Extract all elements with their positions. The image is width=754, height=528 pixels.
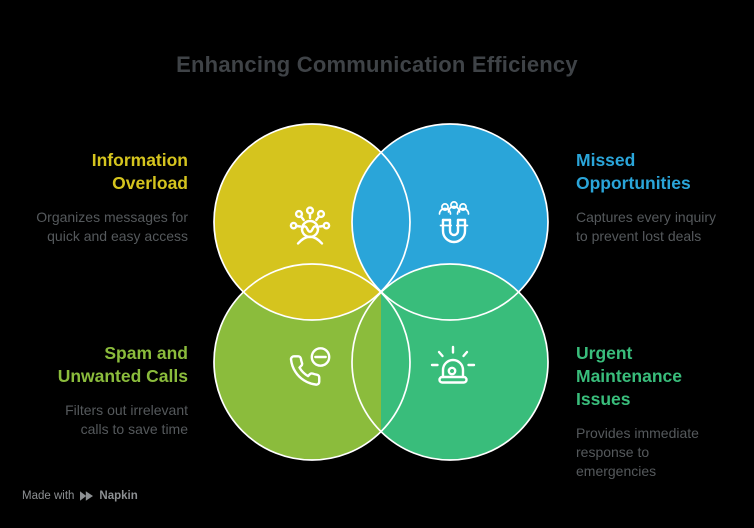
section-urgent-maintenance-issues: Urgent Maintenance Issues Provides immed… — [576, 342, 754, 481]
section-description: Provides immediate response to emergenci… — [576, 425, 699, 480]
napkin-logo-icon — [80, 491, 94, 501]
section-description: Captures every inquiry to prevent lost d… — [576, 209, 717, 245]
section-label: Spam and Unwanted Calls — [57, 343, 188, 387]
blocked-call-icon — [289, 347, 331, 386]
venn-circle-outlines — [213, 123, 549, 461]
magnet-attracting-people-icon — [438, 201, 470, 244]
circle-urgent-maintenance — [352, 264, 548, 460]
section-label: Information Overload — [91, 150, 188, 194]
overwhelmed-person-icon — [289, 206, 331, 245]
section-spam-and-unwanted-calls: Spam and Unwanted Calls Filters out irre… — [0, 342, 188, 439]
section-description: Organizes messages for quick and easy ac… — [36, 209, 188, 245]
section-label: Missed Opportunities — [576, 150, 691, 194]
page-title: Enhancing Communication Efficiency — [176, 52, 578, 77]
section-missed-opportunities: Missed Opportunities Captures every inqu… — [576, 149, 754, 246]
attribution: Made with Napkin — [22, 490, 138, 502]
section-label: Urgent Maintenance Issues — [576, 343, 682, 410]
made-with-label: Made with — [22, 490, 75, 502]
emergency-siren-icon — [430, 345, 476, 384]
brand-name: Napkin — [99, 490, 138, 502]
section-description: Filters out irrelevant calls to save tim… — [65, 402, 188, 438]
section-information-overload: Information Overload Organizes messages … — [0, 149, 188, 246]
